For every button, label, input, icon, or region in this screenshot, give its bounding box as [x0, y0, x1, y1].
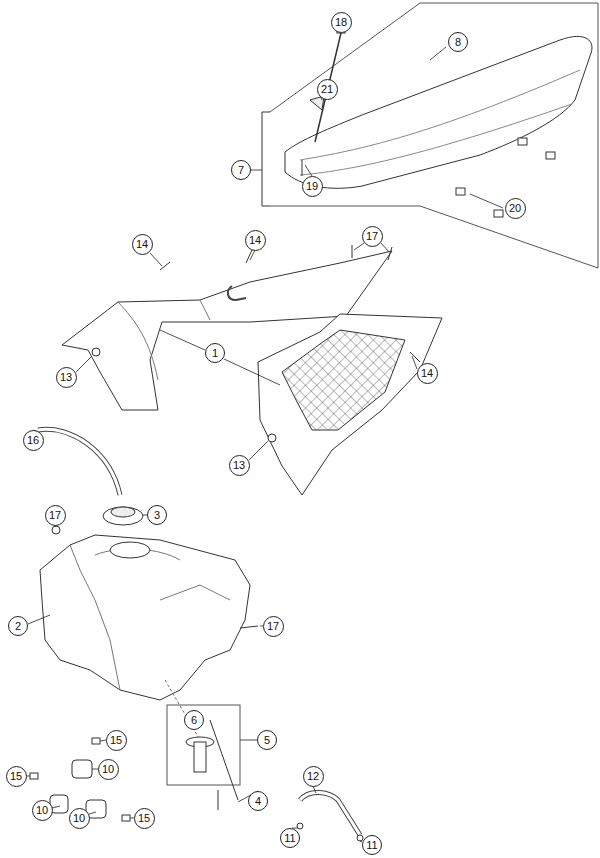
callout-number: 1 — [212, 348, 218, 359]
callout-circle: 6 — [184, 710, 204, 730]
callout-number: 6 — [191, 715, 197, 726]
callout-number: 14 — [249, 235, 261, 246]
callout-number: 8 — [455, 37, 461, 48]
callout-number: 13 — [60, 372, 72, 383]
callout-circle: 14 — [417, 363, 438, 384]
callout-number: 5 — [264, 735, 270, 746]
callout-number: 17 — [49, 510, 61, 521]
callout-circle: 21 — [317, 79, 338, 100]
callout-number: 15 — [110, 735, 122, 746]
callout-circle: 11 — [280, 828, 300, 848]
callout-circle: 20 — [505, 198, 526, 219]
callout-number: 15 — [10, 771, 22, 782]
callout-circle: 10 — [32, 800, 53, 821]
callout-number: 10 — [36, 805, 48, 816]
callout-circle: 11 — [362, 835, 382, 855]
callout-number: 7 — [238, 165, 244, 176]
callout-circle: 3 — [147, 505, 167, 525]
callout-number: 10 — [73, 813, 85, 824]
callout-number: 13 — [233, 460, 245, 471]
callout-circle: 17 — [362, 226, 383, 247]
callout-circle: 13 — [56, 367, 77, 388]
callout-number: 14 — [421, 368, 433, 379]
callout-circle: 18 — [331, 12, 352, 33]
callout-circle: 4 — [248, 791, 268, 811]
callout-circle: 12 — [303, 766, 324, 787]
callout-circle: 7 — [231, 160, 251, 180]
callout-number: 10 — [102, 764, 114, 775]
callout-number: 15 — [138, 813, 150, 824]
callout-number: 17 — [366, 231, 378, 242]
callout-number: 20 — [509, 203, 521, 214]
callout-circle: 10 — [98, 759, 119, 780]
callout-circle: 2 — [8, 616, 28, 636]
callout-number: 2 — [15, 621, 21, 632]
callout-circle: 13 — [229, 455, 250, 476]
callout-circle: 14 — [132, 234, 153, 255]
callout-number: 16 — [27, 435, 39, 446]
callout-number: 3 — [154, 510, 160, 521]
callout-number: 11 — [284, 833, 295, 844]
callout-circle: 19 — [302, 176, 323, 197]
callout-circle: 8 — [448, 32, 468, 52]
callout-circle: 17 — [45, 505, 66, 526]
callout-circle: 15 — [6, 766, 27, 787]
callout-number: 17 — [267, 621, 279, 632]
callout-number: 4 — [255, 796, 261, 807]
callout-circle: 16 — [23, 430, 44, 451]
callout-number: 18 — [335, 17, 347, 28]
callout-circle: 15 — [106, 730, 127, 751]
callout-number: 11 — [366, 840, 377, 851]
callout-circle: 14 — [245, 230, 266, 251]
callout-circle: 1 — [205, 343, 225, 363]
callout-number: 14 — [136, 239, 148, 250]
callout-number: 19 — [306, 181, 318, 192]
callout-number: 21 — [321, 84, 333, 95]
callout-circle: 15 — [134, 808, 155, 829]
callout-circle: 17 — [263, 616, 284, 637]
callout-circle: 10 — [69, 808, 90, 829]
callout-number: 12 — [307, 771, 319, 782]
callout-circle: 5 — [257, 730, 277, 750]
